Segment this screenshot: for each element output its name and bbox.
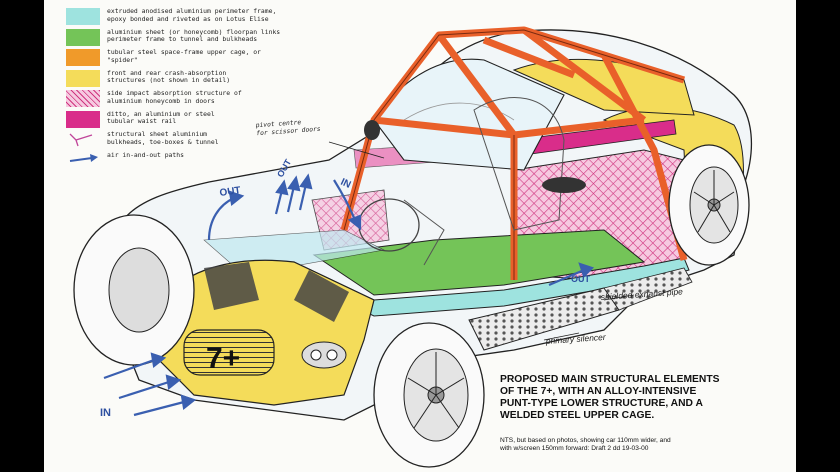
- legend-item: aluminium sheet (or honeycomb) floorpan …: [66, 27, 356, 48]
- arrow-icon: [66, 152, 100, 169]
- car-illustration: 7+: [73, 26, 752, 468]
- legend-swatch: [66, 110, 100, 128]
- legend-text: extruded anodised aluminium perimeter fr…: [107, 7, 277, 23]
- air-path-arrows: [103, 173, 595, 417]
- legend-text: tubular steel space-frame upper cage, or…: [107, 48, 261, 64]
- legend-item: extruded anodised aluminium perimeter fr…: [66, 7, 356, 27]
- label-in-mid: IN: [339, 177, 353, 191]
- legend-item: structural sheet aluminium bulkheads, to…: [66, 130, 356, 150]
- label-in-bottom: IN: [100, 407, 111, 419]
- label-silencer: primary silencer: [544, 332, 607, 346]
- drawing-sheet: 7+: [44, 0, 796, 472]
- legend-swatch: [66, 69, 100, 87]
- badge-label: 7+: [206, 342, 240, 375]
- label-out-side: OUT: [571, 274, 591, 284]
- bracket-icon: [66, 131, 100, 148]
- caption-title: PROPOSED MAIN STRUCTURAL ELEMENTS OF THE…: [500, 374, 720, 421]
- legend-text: aluminium sheet (or honeycomb) floorpan …: [107, 27, 281, 44]
- legend-item: front and rear crash-absorption structur…: [66, 68, 356, 89]
- floorpan: [312, 229, 646, 296]
- legend-text: air in-and-out paths: [107, 150, 184, 159]
- caption-subtitle: NTS, but based on photos, showing car 11…: [500, 437, 671, 453]
- front-right-wheel: [373, 322, 485, 468]
- legend-item: ditto, an aluminium or steel tubular wai…: [66, 109, 356, 130]
- legend: extruded anodised aluminium perimeter fr…: [66, 7, 356, 172]
- legend-swatch: [66, 28, 100, 46]
- legend-swatch: [66, 8, 100, 25]
- legend-text: side impact absorption structure of alum…: [107, 89, 242, 105]
- headlight-right: [301, 341, 347, 369]
- legend-item: tubular steel space-frame upper cage, or…: [66, 48, 356, 68]
- legend-swatch: [66, 49, 100, 66]
- rear-wheel: [668, 144, 750, 266]
- legend-item: side impact absorption structure of alum…: [66, 89, 356, 109]
- legend-text: front and rear crash-absorption structur…: [107, 68, 231, 85]
- grille: [183, 329, 275, 376]
- legend-swatch: [66, 90, 100, 107]
- label-out-left: OUT: [219, 185, 241, 199]
- legend-item: air in-and-out paths: [66, 150, 356, 171]
- door-mirror: [542, 177, 586, 193]
- legend-text: ditto, an aluminium or steel tubular wai…: [107, 109, 215, 126]
- legend-text: structural sheet aluminium bulkheads, to…: [107, 130, 219, 146]
- front-left-wheel: [73, 214, 195, 366]
